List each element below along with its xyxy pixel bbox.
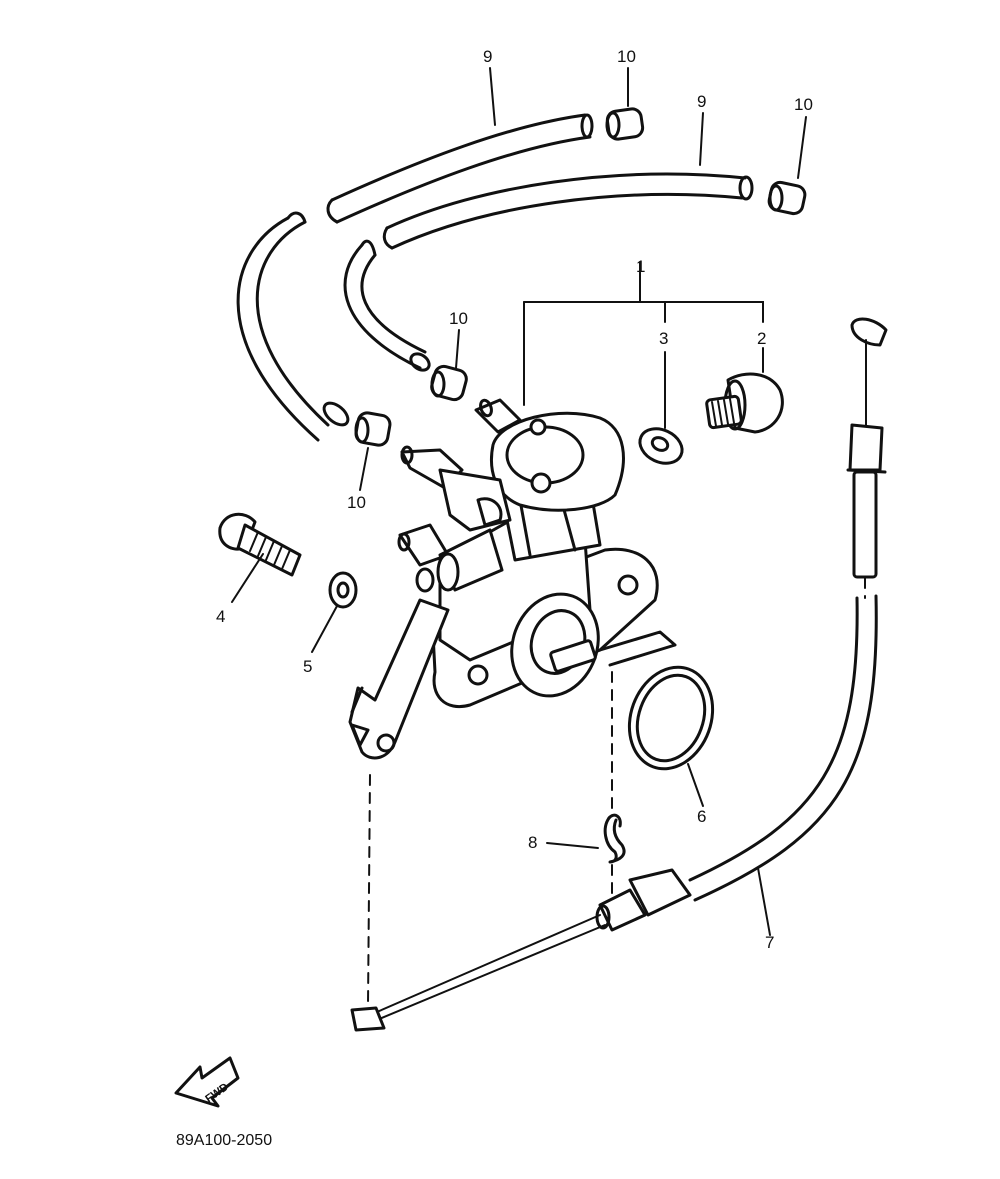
- callout-10-middle: 10: [449, 309, 468, 328]
- hose-clip-top-left: [605, 107, 645, 141]
- drawing-code: 89A100-2050: [176, 1132, 272, 1149]
- pump-control-cable: [350, 317, 888, 1032]
- callout-1: 1: [636, 257, 645, 276]
- hose-clip-top-right: [767, 180, 807, 216]
- callout-10-top-right: 10: [794, 95, 813, 114]
- callout-10-top-left: 10: [617, 47, 636, 66]
- callout-9-right: 9: [697, 92, 706, 111]
- callout-4: 4: [216, 607, 225, 626]
- gasket-washer: [638, 427, 684, 465]
- callout-8: 8: [528, 833, 537, 852]
- leader-lines: [231, 67, 866, 1006]
- pump-control-lever: [348, 598, 450, 760]
- oil-hose-upper: [236, 113, 594, 442]
- forward-arrow-icon: FWD: [174, 1056, 240, 1108]
- bleed-screw: [705, 372, 784, 434]
- mounting-bolt: [218, 512, 302, 577]
- o-ring: [627, 665, 715, 771]
- oil-pump-assembly: [397, 398, 677, 708]
- oil-hose-lower: [343, 172, 754, 372]
- cable-clip: [603, 813, 626, 864]
- callout-6: 6: [697, 807, 706, 826]
- hose-clip-lower: [354, 411, 392, 447]
- spring-washer: [328, 571, 358, 609]
- callout-2: 2: [757, 329, 766, 348]
- callout-7: 7: [765, 933, 774, 952]
- hose-clip-middle: [430, 364, 468, 402]
- callout-10-lower: 10: [347, 493, 366, 512]
- callout-9-left: 9: [483, 47, 492, 66]
- callout-5: 5: [303, 657, 312, 676]
- callout-3: 3: [659, 329, 668, 348]
